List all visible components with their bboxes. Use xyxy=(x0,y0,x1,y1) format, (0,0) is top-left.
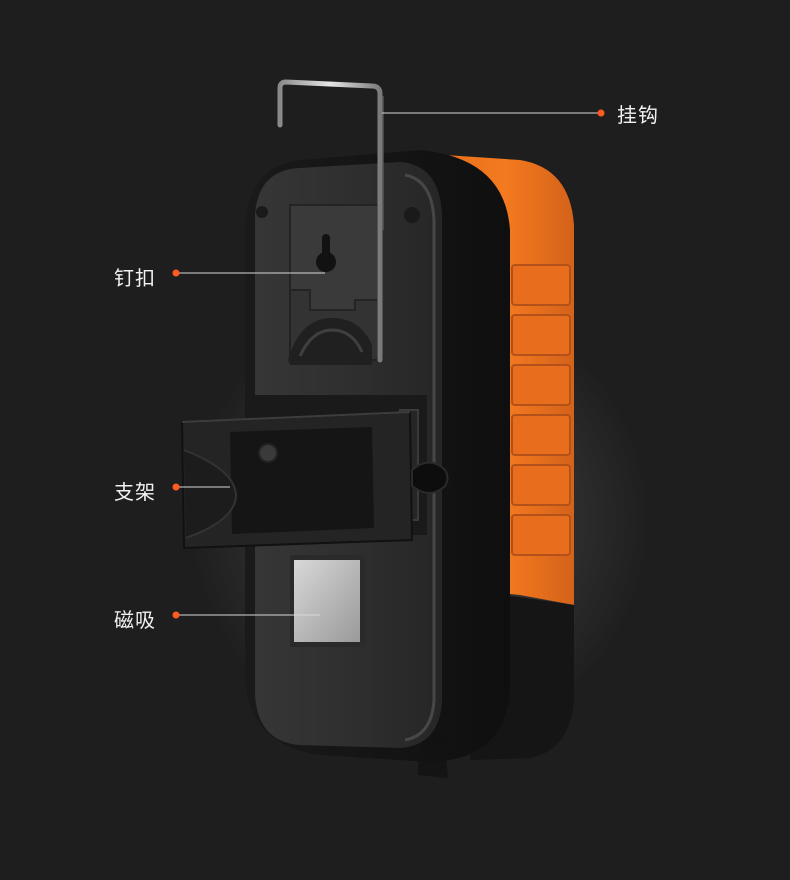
magnet-callout-dot xyxy=(172,611,180,619)
keyhole-callout-dot xyxy=(172,269,180,277)
keyhole-label: 钉扣 xyxy=(114,266,156,290)
screw-top-left xyxy=(256,206,268,218)
screw-top-right xyxy=(404,207,420,223)
hook-callout-dot xyxy=(597,109,605,117)
callout-lines xyxy=(172,109,605,619)
hook-label: 挂钩 xyxy=(617,103,659,127)
magnet-label: 磁吸 xyxy=(114,608,156,632)
screw-bottom xyxy=(433,733,447,747)
side-knob xyxy=(411,461,449,494)
orange-ribs xyxy=(511,264,571,556)
face-edge xyxy=(404,173,436,742)
keyhole-plate xyxy=(288,204,379,365)
hook-wire xyxy=(277,79,383,363)
stand-label: 支架 xyxy=(114,480,156,504)
magnet-plate xyxy=(294,560,360,642)
folding-stand xyxy=(180,410,414,550)
stand-callout-dot xyxy=(172,483,180,491)
